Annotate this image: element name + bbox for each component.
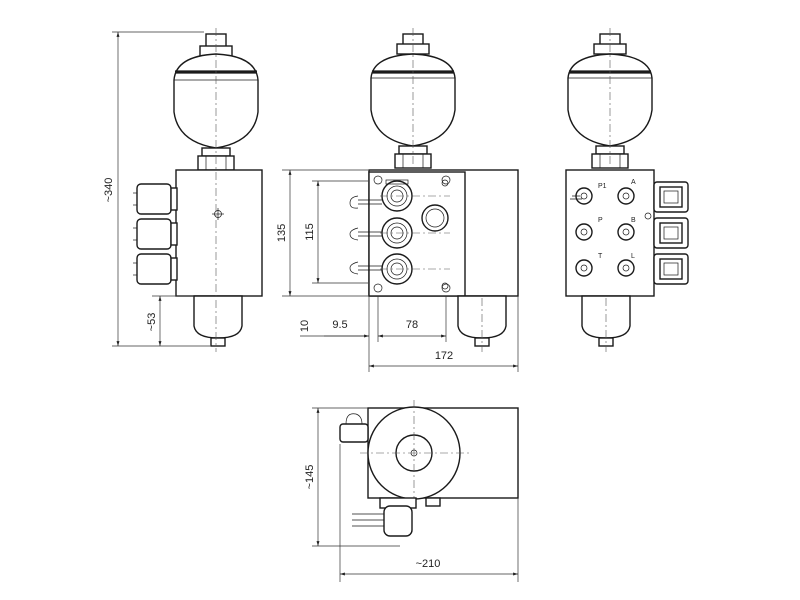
- dim-block-height: 135: [276, 224, 288, 242]
- dimensions-top-view: ~145 ~210: [304, 407, 519, 582]
- dim-port-span: 115: [304, 223, 316, 241]
- connector-wires-front: [349, 195, 382, 275]
- solenoid-stack-left: [133, 183, 178, 285]
- dimensions-front-view: 135 115 10 9.5 78 172: [276, 169, 519, 372]
- dim-top-depth: ~145: [304, 465, 316, 490]
- dim-top-width: ~210: [416, 558, 441, 570]
- front-view: [349, 28, 519, 352]
- solenoid-stack-right: [653, 181, 689, 285]
- connector-top-left: [339, 413, 369, 443]
- bottom-pump-left: [193, 295, 243, 347]
- port-label-a: A: [631, 179, 636, 186]
- right-side-view: P1 A P B T L: [565, 28, 689, 352]
- dim-block-width: 172: [435, 350, 453, 362]
- left-side-view: [133, 28, 263, 352]
- dim-port-offset-bottom: 10: [299, 320, 311, 332]
- valve-block-side: [175, 169, 263, 297]
- port-label-p: P: [598, 217, 603, 224]
- dim-overall-height: ~340: [103, 178, 115, 203]
- port-holes: [570, 187, 652, 277]
- accumulator-left: [173, 33, 259, 171]
- port-label-t: T: [598, 253, 603, 260]
- dim-port-offset-left: 9.5: [332, 319, 347, 331]
- connector-top-bottom: [352, 497, 441, 537]
- dimensions-left-view: ~340 ~53: [103, 31, 210, 347]
- port-label-p1: P1: [598, 183, 607, 190]
- top-view: [339, 400, 519, 537]
- dim-port-pitch: 78: [406, 319, 418, 331]
- port-label-b: B: [631, 217, 636, 224]
- dim-bottom-height: ~53: [146, 313, 158, 332]
- port-label-l: L: [631, 253, 635, 260]
